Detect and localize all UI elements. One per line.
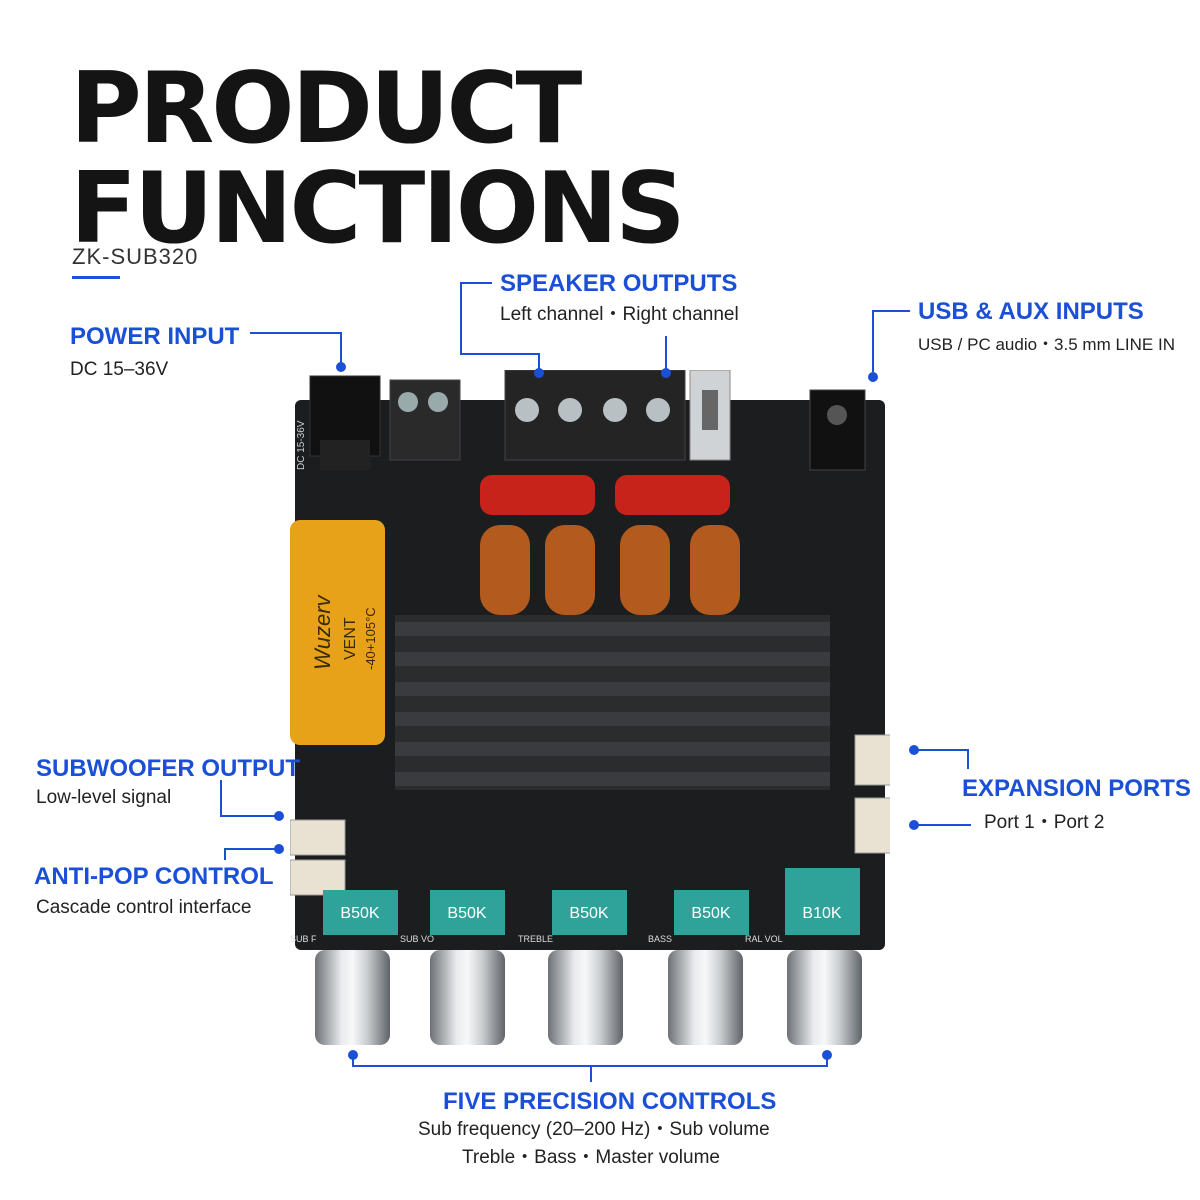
anti-pop-line <box>224 848 278 850</box>
potentiometer-1: B50K SUB F <box>290 890 398 944</box>
page-title-line2: FUNCTIONS <box>70 152 686 266</box>
speaker-outputs-line <box>460 282 462 355</box>
capacitor-text: VENT <box>342 617 359 660</box>
capacitor-temp: -40+105°C <box>363 607 378 670</box>
inductor-coils <box>480 525 740 615</box>
screw-icon <box>558 398 582 422</box>
anti-pop-heading: ANTI-POP CONTROL <box>34 863 274 890</box>
dc-jack-base <box>320 440 370 470</box>
knob-value: B50K <box>447 905 486 922</box>
film-capacitor-right <box>615 475 730 515</box>
knob-sub-volume[interactable] <box>430 950 505 1045</box>
speaker-outputs-line <box>538 353 540 371</box>
screw-icon <box>603 398 627 422</box>
knob-label: TREBLE <box>518 934 553 944</box>
potentiometer-5: B10K RAL VOL <box>745 868 860 944</box>
expansion-ports-line <box>913 749 969 751</box>
power-input-heading: POWER INPUT <box>70 323 240 350</box>
power-input-sub: DC 15–36V <box>70 359 169 380</box>
speaker-outputs-line <box>460 353 540 355</box>
expansion-port-1 <box>854 734 896 786</box>
speaker-outputs-line <box>460 282 492 284</box>
expansion-port-2-dot <box>909 820 919 830</box>
amplifier-board-graphic: DC 15-36V Wuzerv VENT -40+105°C <box>289 369 896 950</box>
model-underline <box>72 276 120 279</box>
potentiometer-2: B50K SUB VO <box>400 890 505 944</box>
anti-pop-line <box>224 848 226 860</box>
knob-sub-frequency[interactable] <box>315 950 390 1045</box>
anti-pop-port <box>289 859 346 896</box>
dc-label: DC 15-36V <box>296 420 307 470</box>
five-controls-heading: FIVE PRECISION CONTROLS <box>443 1088 777 1115</box>
aux-jack-hole <box>827 405 847 425</box>
film-capacitor-left <box>480 475 595 515</box>
speaker-outputs-sub: Left channel・Right channel <box>500 304 739 325</box>
five-controls-dot <box>348 1050 358 1060</box>
amplifier-board: DC 15-36V Wuzerv VENT -40+105°C <box>289 369 896 950</box>
knob-value: B50K <box>569 905 608 922</box>
aux-jack <box>809 389 866 471</box>
subwoofer-output-line <box>220 780 222 816</box>
usb-aux-line <box>872 310 910 312</box>
knob-value: B50K <box>340 905 379 922</box>
knob-value: B50K <box>691 905 730 922</box>
expansion-port-1-dot <box>909 745 919 755</box>
expansion-port-2 <box>854 797 896 854</box>
knob-label: SUB VO <box>400 934 434 944</box>
page-title-line1: PRODUCT <box>70 52 582 166</box>
expansion-ports-sub: Port 1・Port 2 <box>984 812 1105 833</box>
five-controls-line <box>590 1065 592 1082</box>
anti-pop-sub: Cascade control interface <box>36 897 252 918</box>
subwoofer-output-heading: SUBWOOFER OUTPUT <box>36 755 300 782</box>
terminal-block-small <box>389 379 461 461</box>
power-input-dot <box>336 362 346 372</box>
heatsink <box>395 615 830 790</box>
anti-pop-dot <box>274 844 284 854</box>
subwoofer-output-sub: Low-level signal <box>36 787 172 808</box>
speaker-right-dot <box>661 368 671 378</box>
usb-aux-sub: USB / PC audio・3.5 mm LINE IN <box>918 335 1175 354</box>
subwoofer-output-line <box>220 815 278 817</box>
speaker-outputs-heading: SPEAKER OUTPUTS <box>500 270 738 297</box>
power-input-line <box>340 332 342 366</box>
usb-aux-heading: USB & AUX INPUTS <box>918 298 1144 325</box>
potentiometer-3: B50K TREBLE <box>518 890 627 944</box>
usb-port-slot <box>702 390 718 430</box>
subwoofer-port <box>289 819 346 856</box>
screw-icon <box>398 392 418 412</box>
expansion-ports-heading: EXPANSION PORTS <box>962 775 1191 802</box>
five-controls-sub-line1: Sub frequency (20–200 Hz)・Sub volume <box>418 1119 770 1140</box>
screw-icon <box>428 392 448 412</box>
power-input-line <box>250 332 342 334</box>
capacitor-brand: Wuzerv <box>310 593 335 670</box>
knob-bass[interactable] <box>668 950 743 1045</box>
speaker-left-dot <box>534 368 544 378</box>
usb-aux-line <box>872 310 874 372</box>
five-controls-sub-line2: Treble・Bass・Master volume <box>462 1147 720 1168</box>
knob-label: SUB F <box>290 934 317 944</box>
knob-label: RAL VOL <box>745 934 783 944</box>
screw-icon <box>515 398 539 422</box>
usb-aux-dot <box>868 372 878 382</box>
potentiometer-4: B50K BASS <box>648 890 749 944</box>
main-capacitor <box>290 520 385 745</box>
speaker-outputs-line <box>665 336 667 370</box>
knob-label: BASS <box>648 934 672 944</box>
knob-treble[interactable] <box>548 950 623 1045</box>
knob-master-volume[interactable] <box>787 950 862 1045</box>
subwoofer-output-dot <box>274 811 284 821</box>
knob-value: B10K <box>802 905 841 922</box>
expansion-ports-line <box>967 749 969 769</box>
model-number: ZK-SUB320 <box>72 244 199 269</box>
five-controls-dot <box>822 1050 832 1060</box>
expansion-ports-line <box>913 824 971 826</box>
screw-icon <box>646 398 670 422</box>
